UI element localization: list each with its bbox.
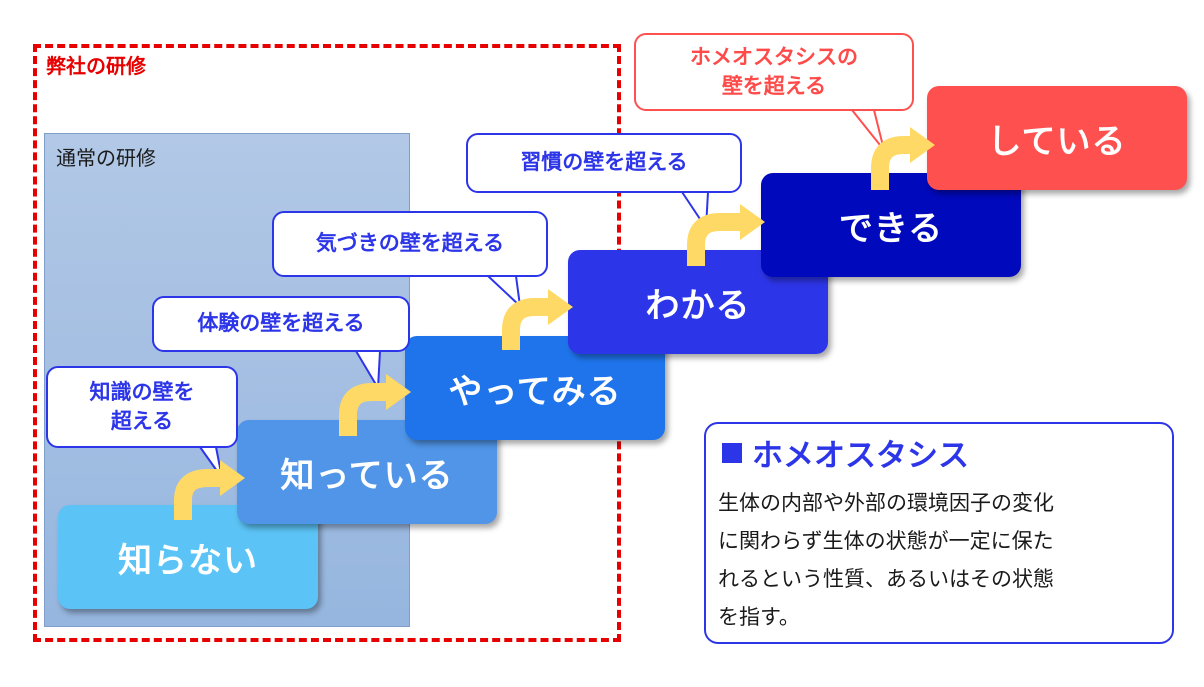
definition-box bbox=[704, 422, 1174, 644]
bubble-line: 超える bbox=[110, 409, 174, 433]
bubble-awareness-wall: 気づきの壁を超える bbox=[272, 211, 548, 277]
bubble-line: ホメオスタシスの bbox=[690, 44, 858, 69]
bubble-tail-4 bbox=[681, 191, 709, 232]
bubble-experience-wall: 体験の壁を超える bbox=[152, 296, 410, 352]
definition-line: を指す。 bbox=[718, 605, 800, 629]
bubble-tail-5 bbox=[851, 109, 885, 151]
company-training-label: 弊社の研修 bbox=[46, 54, 146, 78]
definition-line: れるという性質、あるいはその状態 bbox=[718, 567, 1054, 591]
definition-title: ホメオスタシス bbox=[722, 430, 969, 475]
bubble-knowledge-wall: 知識の壁を 超える bbox=[46, 366, 238, 448]
step-dekiru: できる bbox=[761, 173, 1021, 277]
step-shiteiru: している bbox=[927, 86, 1187, 190]
bubble-line: 体験の壁を超える bbox=[197, 311, 365, 336]
bubble-homeostasis-wall: ホメオスタシスの 壁を超える bbox=[634, 33, 914, 111]
definition-body: 生体の内部や外部の環境因子の変化 に関わらず生体の状態が一定に保た れるという性… bbox=[718, 484, 1164, 636]
step-shiranai: 知らない bbox=[58, 505, 318, 609]
definition-line: に関わらず生体の状態が一定に保た bbox=[718, 529, 1054, 553]
definition-title-text: ホメオスタシス bbox=[752, 438, 969, 474]
bubble-habit-wall: 習慣の壁を超える bbox=[466, 133, 742, 193]
bubble-line: 気づきの壁を超える bbox=[315, 231, 505, 256]
normal-training-label: 通常の研修 bbox=[56, 146, 156, 170]
definition-line: 生体の内部や外部の環境因子の変化 bbox=[718, 491, 1054, 515]
bubble-line: 知識の壁を bbox=[89, 379, 195, 404]
bubble-line: 壁を超える bbox=[721, 74, 827, 98]
square-bullet-icon bbox=[722, 442, 742, 463]
bubble-line: 習慣の壁を超える bbox=[520, 150, 688, 175]
